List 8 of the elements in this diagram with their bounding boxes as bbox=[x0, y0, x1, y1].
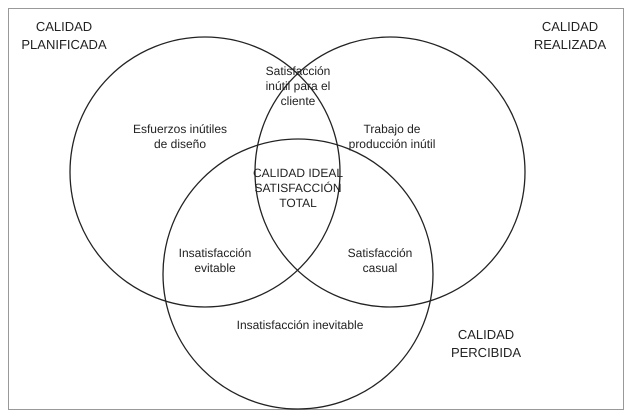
region-label: Insatisfacción inevitable bbox=[236, 318, 364, 333]
circle-heading: CALIDAD PLANIFICADA bbox=[20, 18, 108, 54]
region-label: Esfuerzos inútiles de diseño bbox=[132, 122, 228, 152]
region-label: Satisfacción casual bbox=[346, 246, 414, 276]
region-label: Trabajo de producción inútil bbox=[348, 122, 436, 152]
circle-heading: CALIDAD REALIZADA bbox=[532, 18, 608, 54]
region-label: Insatisfacción evitable bbox=[178, 246, 252, 276]
circle-heading: CALIDAD PERCIBIDA bbox=[450, 326, 522, 362]
